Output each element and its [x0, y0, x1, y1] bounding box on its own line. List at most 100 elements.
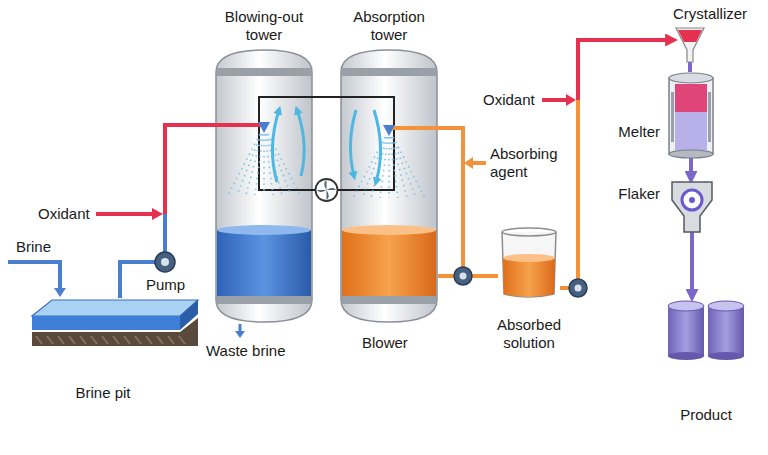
ground-texture — [168, 336, 174, 344]
drum-lid — [668, 301, 704, 311]
oxidant-pipe — [96, 212, 154, 216]
brine-inlet-pipe — [8, 262, 60, 289]
product-drum — [708, 306, 744, 356]
blowing-out-tower-shape — [215, 48, 313, 324]
melter-solid — [675, 112, 707, 150]
spray-pipe — [389, 126, 438, 130]
pump-symbol — [569, 279, 587, 297]
pit-front — [32, 316, 180, 330]
waste-brine-arrow — [235, 331, 245, 338]
flaker-axle — [689, 197, 695, 203]
air-duct — [259, 97, 313, 190]
brine-pipe — [120, 125, 215, 298]
blowing-out-tower: Blowing-out tower — [215, 48, 313, 324]
tower-band — [217, 68, 312, 76]
air-flow-arrow — [272, 110, 279, 182]
pump-symbol — [460, 273, 467, 280]
tank-rim — [502, 228, 556, 236]
spray-pipe — [215, 123, 264, 127]
pump-symbol — [155, 252, 175, 272]
ground-texture — [124, 336, 130, 344]
spray-drops — [393, 137, 425, 198]
ground-texture — [135, 336, 141, 344]
ground-texture — [80, 336, 86, 344]
spray-drops — [392, 137, 416, 198]
spray-drops — [391, 137, 407, 198]
crystallizer: Crystallizer — [676, 28, 704, 62]
spray-drops — [267, 134, 291, 195]
brine-pit-shape — [30, 298, 200, 348]
equipment-label: Blower — [362, 334, 408, 352]
node-label: Melter — [618, 123, 660, 141]
spray-drops — [237, 134, 261, 195]
recirculation-pipe — [438, 128, 463, 276]
liquid-surface — [217, 225, 311, 235]
air-flow-arrow — [297, 110, 304, 176]
melter-shape — [668, 72, 714, 158]
air-flow-arrow — [350, 110, 356, 176]
flaker-hopper — [672, 182, 712, 232]
crystallizer-shape — [676, 28, 704, 62]
ground-texture — [102, 336, 108, 344]
stream-label: Oxidant — [38, 205, 90, 223]
product-flow — [689, 158, 693, 175]
oxidant-pipe — [542, 98, 568, 102]
feed-pipe — [560, 40, 669, 288]
oxidant-arrow — [152, 208, 163, 220]
product-flow — [688, 62, 692, 72]
node-label: Absorption tower — [339, 8, 439, 44]
crystallizer-funnel — [676, 28, 704, 62]
product-drums: Product — [666, 300, 746, 360]
ground-texture — [58, 336, 64, 344]
stream-label: Waste brine — [206, 342, 285, 360]
spray-drops — [263, 134, 265, 195]
spray-drops — [390, 137, 398, 198]
melter-jacket — [669, 78, 713, 154]
tower-band — [342, 296, 437, 304]
node-label: Brine pit — [75, 384, 130, 402]
liquid-surface — [342, 225, 436, 235]
fan-blades — [317, 180, 336, 200]
pump-symbol — [161, 258, 169, 266]
absorbing-agent-pipe — [472, 161, 486, 165]
tower-shell — [216, 50, 312, 322]
node-label: Flaker — [618, 185, 660, 203]
stream-label: Absorbing agent — [490, 145, 576, 181]
flaker-shape — [672, 182, 712, 232]
drum-base — [668, 352, 704, 360]
brine-pit: Brine pit — [30, 298, 200, 348]
melter-liquid — [675, 84, 707, 112]
product-drum — [668, 306, 704, 356]
node-label: Product — [680, 406, 732, 424]
ground-texture — [91, 336, 97, 344]
absorbed-solution-tank: Absorbed solution — [498, 228, 560, 300]
flaker: Flaker — [672, 182, 712, 232]
ground-texture — [113, 336, 119, 344]
melter-heater — [671, 92, 674, 142]
tank-glass — [502, 232, 556, 297]
drum-base — [708, 352, 744, 360]
spray-drops — [255, 134, 263, 195]
tower-liquid — [342, 230, 436, 296]
crystallizer-content — [678, 30, 702, 42]
spray-drops — [246, 134, 262, 195]
ground-texture — [179, 336, 185, 344]
product-flow — [690, 232, 694, 293]
tower-band — [342, 68, 437, 76]
spray-drops — [362, 137, 386, 198]
ground-texture — [157, 336, 163, 344]
pit-side — [180, 300, 198, 330]
oxidant-arrow — [566, 94, 576, 106]
air-flow-arrow — [374, 110, 381, 182]
pump-symbol — [575, 285, 582, 292]
tank-liquid — [503, 258, 555, 297]
ground-texture — [69, 336, 75, 344]
spray-drops — [228, 134, 260, 195]
stream-label: Brine — [16, 238, 51, 256]
spray-nozzle — [258, 122, 270, 133]
drum-lid — [708, 301, 744, 311]
absorption-tower: Absorption tower — [340, 48, 438, 324]
stream-label: Oxidant — [483, 91, 535, 109]
product-drums-shape — [666, 300, 746, 360]
brine-inlet-arrow — [54, 288, 66, 297]
